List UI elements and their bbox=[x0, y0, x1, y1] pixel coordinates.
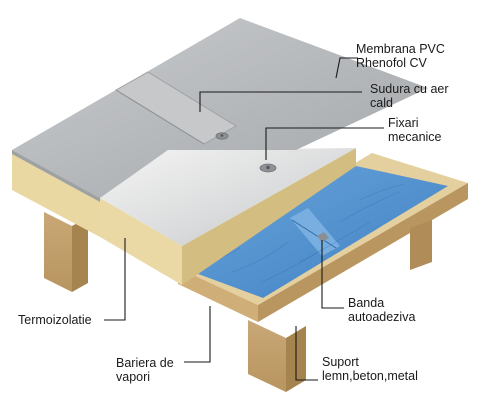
leader-lines bbox=[104, 57, 384, 381]
beam-right-front bbox=[410, 220, 432, 270]
mechanical-fixing-1 bbox=[215, 132, 229, 140]
label-bariera-line2: vapori bbox=[116, 370, 151, 384]
insulation-right-face bbox=[182, 148, 356, 285]
label-sudura-line2: cald bbox=[370, 96, 393, 110]
label-termoizolatie: Termoizolatie bbox=[18, 313, 92, 327]
insulation-block-front bbox=[100, 198, 182, 285]
label-banda-line1: Banda bbox=[348, 296, 385, 310]
beam-left-front bbox=[44, 212, 72, 292]
label-membrana-pvc: Membrana PVC Rhenofol CV bbox=[356, 42, 445, 70]
leader-membrana bbox=[335, 57, 358, 79]
leader-sudura bbox=[199, 91, 362, 112]
beam-mid-front bbox=[248, 320, 286, 392]
label-fixari-line1: Fixari bbox=[388, 116, 419, 130]
wood-deck-right-edge bbox=[258, 183, 468, 322]
leader-fixari bbox=[265, 127, 384, 160]
label-membrana-line1: Membrana PVC bbox=[356, 42, 445, 56]
leader-banda bbox=[321, 240, 344, 309]
wood-deck-front-edge bbox=[178, 268, 258, 322]
label-banda: Banda autoadeziva bbox=[348, 296, 415, 324]
seam-edge-line bbox=[115, 89, 205, 145]
label-fixari-line2: mecanice bbox=[388, 130, 442, 144]
label-bariera: Bariera de vapori bbox=[116, 356, 174, 384]
membrane-lower-panel bbox=[100, 148, 356, 246]
label-suport-line2: lemn,beton,metal bbox=[322, 369, 418, 383]
adhesive-tape-band bbox=[290, 208, 340, 256]
label-membrana-line2: Rhenofol CV bbox=[356, 56, 427, 70]
leader-bariera bbox=[184, 306, 211, 363]
leader-termoizolatie bbox=[104, 238, 126, 321]
label-fixari: Fixari mecanice bbox=[388, 116, 442, 144]
pvc-membrane-top bbox=[12, 18, 428, 198]
leader-suport bbox=[295, 326, 318, 381]
label-banda-line2: autoadeziva bbox=[348, 310, 416, 324]
label-sudura: Sudura cu aer cald bbox=[370, 82, 449, 110]
label-termoizolatie-line1: Termoizolatie bbox=[18, 313, 92, 327]
label-bariera-line1: Bariera de bbox=[116, 356, 174, 370]
insulation-left-edge bbox=[12, 150, 100, 237]
beam-left-side bbox=[72, 217, 88, 292]
tape-seam-line bbox=[291, 219, 337, 249]
mechanical-fixing-2 bbox=[259, 163, 277, 173]
label-sudura-line1: Sudura cu aer bbox=[370, 82, 449, 96]
tape-clip bbox=[317, 232, 329, 242]
label-suport-line1: Suport bbox=[322, 355, 359, 369]
pvc-membrane-lip bbox=[12, 150, 100, 202]
label-suport: Suport lemn,beton,metal bbox=[322, 355, 418, 383]
